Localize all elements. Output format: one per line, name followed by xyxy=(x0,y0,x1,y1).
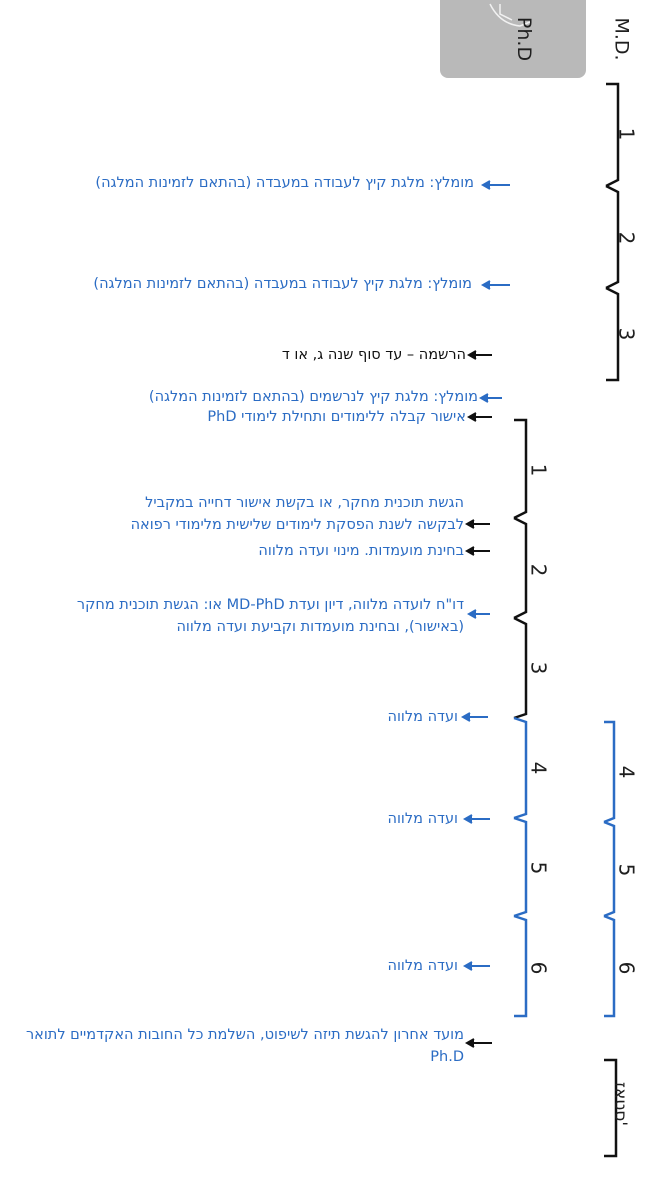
note-research-plan: הגשת תוכנית מחקר, או בקשת אישור דחייה במ… xyxy=(145,495,464,511)
md-bracket-1 xyxy=(605,82,620,188)
note-summer-registered: מומלץ: מלגת קיץ לנרשמים (בהתאם לזמינות ה… xyxy=(148,389,478,405)
phd-bracket-6 xyxy=(513,914,528,1018)
note-summer-lab-1: מומלץ: מלגת קיץ לעבודה במעבדה (בהתאם לזמ… xyxy=(95,175,474,191)
md-year-2: 2 xyxy=(614,231,639,245)
phd-brackets xyxy=(513,418,528,720)
note-committee-report: דו"ח לועדה מלווה, דיון ועדת MD-PhD או: ה… xyxy=(76,597,464,635)
phd-year-6: 6 xyxy=(526,961,551,975)
arrow xyxy=(462,961,490,971)
phd-bracket-4 xyxy=(513,716,528,820)
md-year-3: 3 xyxy=(614,327,639,341)
share-icon xyxy=(489,3,531,27)
phd-header-tab xyxy=(440,0,586,78)
md-year-6: 6 xyxy=(614,961,639,975)
note-committee-y4: ועדה מלווה xyxy=(387,709,459,725)
arrow xyxy=(464,546,490,556)
internship-bracket xyxy=(604,1058,618,1158)
arrow xyxy=(464,519,490,529)
phd-year-1: 1 xyxy=(526,463,551,477)
md-brackets xyxy=(605,82,620,382)
note-summer-lab-2: מומלץ: מלגת קיץ לעבודה במעבדה (בהתאם לזמ… xyxy=(93,276,472,292)
phd-bracket-5 xyxy=(513,816,528,918)
md-brackets-blue xyxy=(603,720,616,1018)
md-bracket-2 xyxy=(605,184,620,290)
md-year-4: 4 xyxy=(614,765,639,779)
note-thesis-deadline: מועד אחרון להגשת תיזה לשיפוט, השלמת כל ה… xyxy=(25,1027,464,1065)
md-bracket-6 xyxy=(603,914,616,1018)
phd-year-3: 3 xyxy=(526,661,551,675)
phd-year-2: 2 xyxy=(526,563,551,577)
note-registration: הרשמה – עד סוף שנה ג, או ד xyxy=(281,347,466,363)
arrow xyxy=(466,609,490,619)
arrow xyxy=(462,814,490,824)
phd-bracket-1 xyxy=(513,418,528,520)
phd-brackets-blue xyxy=(513,716,528,1018)
arrow xyxy=(480,180,510,190)
note-committee-y5: ועדה מלווה xyxy=(387,811,459,827)
arrow xyxy=(478,393,502,403)
phd-bracket-3 xyxy=(513,616,528,720)
arrow xyxy=(480,280,510,290)
note-candidacy-exam: בחינת מועמדות. מינוי ועדה מלווה xyxy=(258,543,464,559)
md-column-label: M.D. xyxy=(610,17,633,61)
md-bracket-4 xyxy=(603,720,616,824)
note-committee-y6: ועדה מלווה xyxy=(387,958,459,974)
md-bracket-5 xyxy=(603,820,616,918)
phd-year-4: 4 xyxy=(526,761,551,775)
arrows xyxy=(460,180,510,1048)
arrow xyxy=(466,412,492,422)
note-admission: אישור קבלה ללימודים ותחילת לימודי PhD xyxy=(207,409,466,425)
phd-year-5: 5 xyxy=(526,861,551,875)
arrow xyxy=(460,712,488,722)
md-bracket-3 xyxy=(605,286,620,382)
arrow xyxy=(466,350,492,360)
phd-column-label: Ph.D xyxy=(513,16,536,62)
arrow xyxy=(464,1038,492,1048)
md-year-1: 1 xyxy=(614,127,639,141)
md-year-5: 5 xyxy=(614,863,639,877)
note-break-year: לבקשה לשנת הפסקת לימודים שלישית מלימודי … xyxy=(130,517,464,533)
internship-label: סטאז' xyxy=(610,1082,630,1126)
phd-bracket-2 xyxy=(513,516,528,620)
